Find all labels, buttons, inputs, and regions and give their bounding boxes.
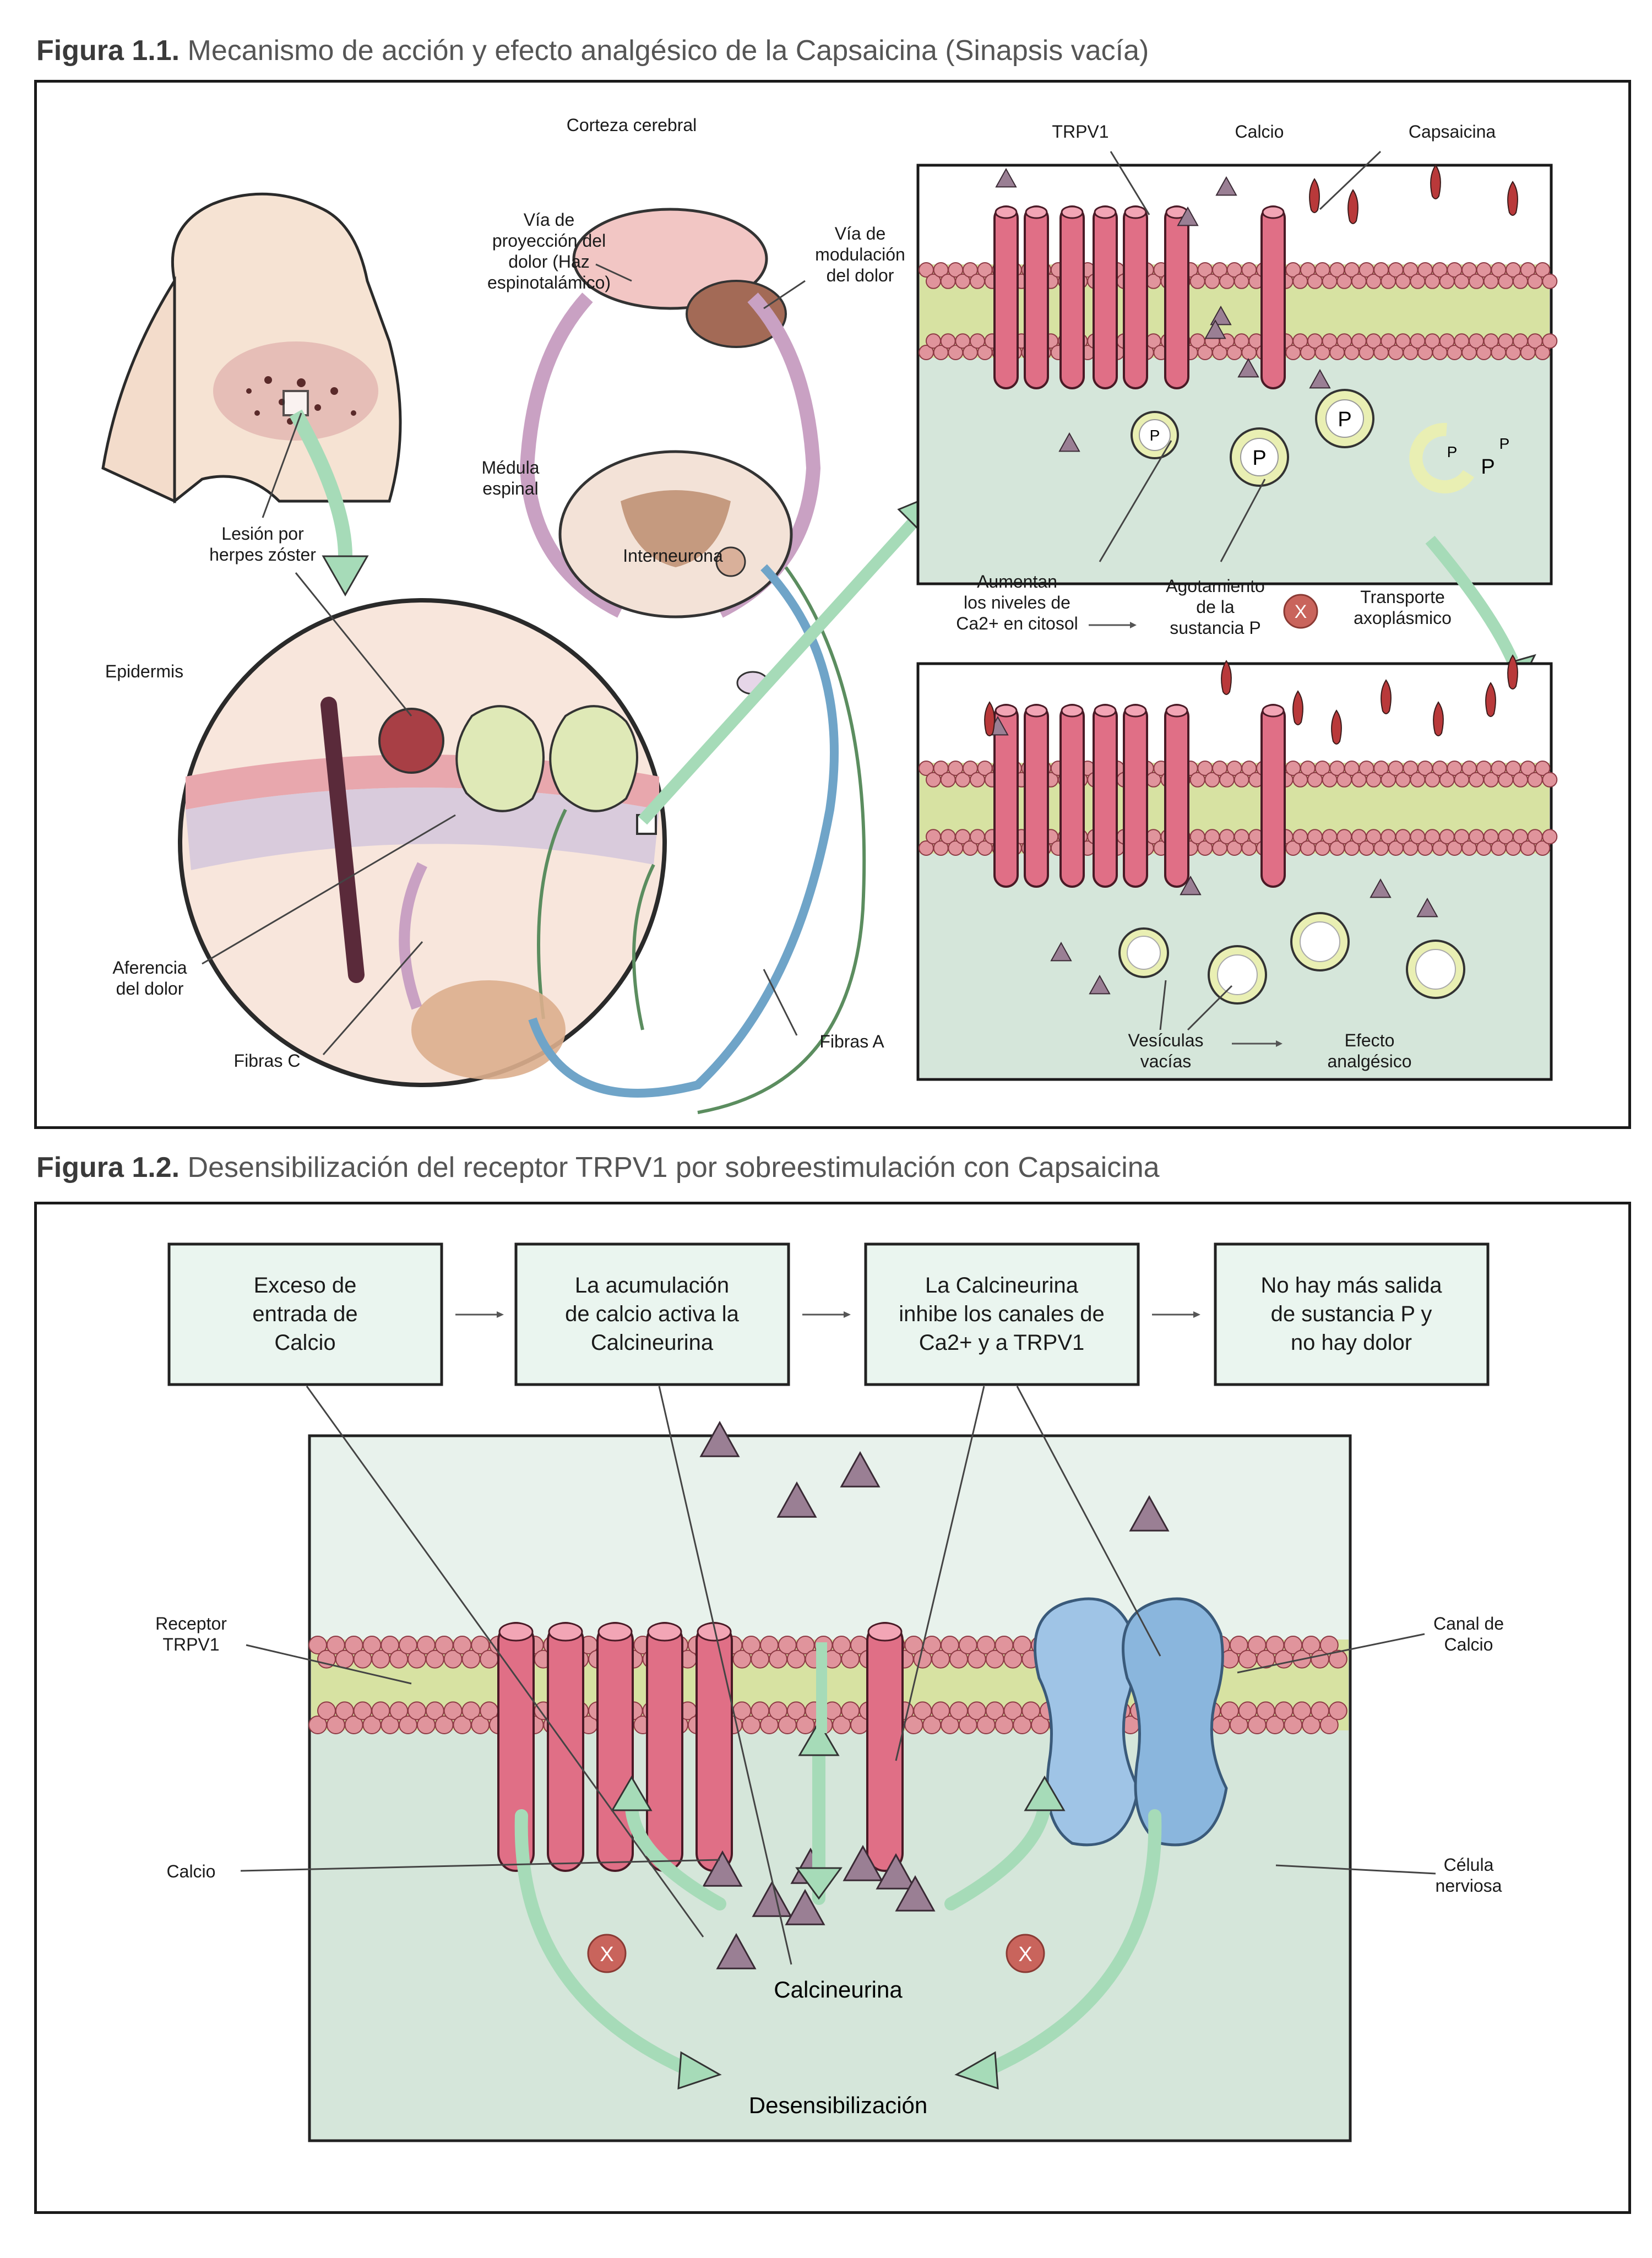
figure1-illustration: P P P P P P X: [101, 115, 1558, 1114]
svg-text:P: P: [1481, 455, 1495, 479]
label-epidermis: Epidermis: [105, 661, 183, 681]
blocked-trpv1-icon: [587, 1934, 627, 1973]
trpv1-helices: [993, 704, 1286, 888]
synapse-after: [916, 654, 1558, 1081]
label-calcio-fig2: Calcio: [167, 1861, 216, 1881]
svg-text:P: P: [1338, 408, 1351, 431]
figure2-label: Figura 1.2.: [36, 1152, 180, 1184]
blocked-channel-icon: [1006, 1934, 1045, 1973]
figure1-label: Figura 1.1.: [36, 35, 180, 67]
figure2-title: Figura 1.2. Desensibilización del recept…: [36, 1151, 1160, 1184]
svg-text:X: X: [1018, 1943, 1032, 1966]
svg-text:X: X: [1295, 601, 1307, 622]
label-calcineurina: Calcineurina: [774, 1977, 903, 2002]
figure1-title: Figura 1.1. Mecanismo de acción y efecto…: [36, 34, 1149, 67]
figure2-title-text: Desensibilización del receptor TRPV1 por…: [187, 1152, 1160, 1184]
label-fibras-c: Fibras C: [234, 1051, 301, 1071]
label-interneurona: Interneurona: [623, 546, 723, 566]
svg-text:P: P: [1150, 427, 1160, 444]
skin-section-illustration: [178, 598, 667, 1087]
label-capsaicina: Capsaicina: [1409, 122, 1496, 142]
back-illustration: [101, 192, 402, 504]
membrane-panel: X X: [308, 1420, 1352, 2142]
svg-text:P: P: [1447, 443, 1458, 460]
label-fibras-a: Fibras A: [819, 1032, 884, 1051]
figure1-panel: P P P P P P X: [34, 80, 1631, 1129]
figure1-title-text: Mecanismo de acción y efecto analgésico …: [187, 35, 1149, 67]
trpv1-helices: [993, 205, 1286, 389]
brain-spinal-cord-illustration: [519, 208, 866, 1114]
synapse-before: P P P P P P: [916, 164, 1558, 585]
blocked-transport-icon: [1283, 594, 1318, 629]
vesicles-with-substance-p: P P P P P P: [1131, 389, 1510, 493]
label-desensibilizacion: Desensibilización: [749, 2092, 928, 2118]
label-corteza: Corteza cerebral: [567, 115, 697, 135]
calcium-channel: [1034, 1597, 1228, 1847]
label-trpv1: TRPV1: [1052, 122, 1108, 142]
flow-boxes: [167, 1242, 1490, 1386]
svg-text:P: P: [1499, 435, 1510, 452]
svg-text:P: P: [1252, 447, 1266, 470]
trpv1-helices: [497, 1622, 904, 1872]
svg-text:X: X: [600, 1943, 613, 1966]
label-calcio: Calcio: [1235, 122, 1284, 142]
